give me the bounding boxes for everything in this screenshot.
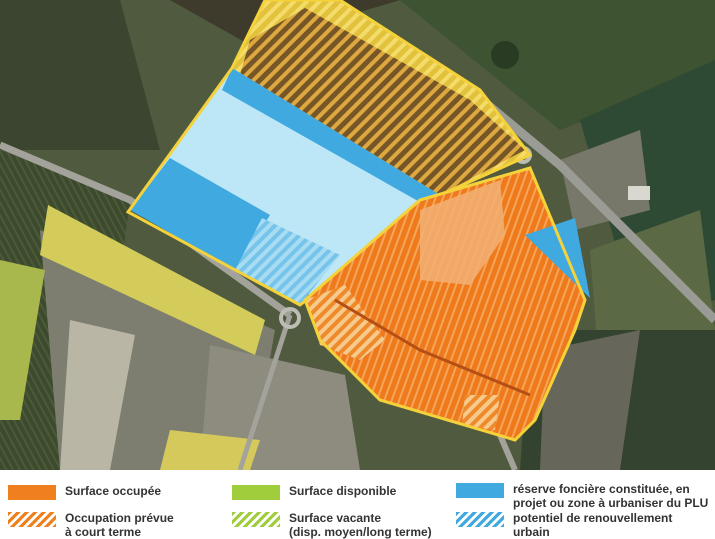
road-south — [497, 433, 518, 470]
rail-siding — [334, 298, 531, 397]
swatch-reserve — [456, 483, 504, 498]
legend-item-available: Surface disponible — [232, 484, 396, 500]
zone-short-term-2 — [462, 395, 500, 430]
legend-label-reserve: réserve foncière constituée, en projet o… — [513, 482, 709, 510]
field-grey-se — [540, 330, 640, 470]
field-dark-nw — [0, 0, 160, 150]
roundabout — [279, 307, 301, 329]
field-yellow-s — [160, 430, 260, 470]
map-legend: Surface occupée Occupation prévue à cour… — [0, 470, 715, 539]
zone-se-outline — [303, 166, 587, 442]
field-grey-ne — [560, 130, 650, 230]
legend-item-short-term: Occupation prévue à court terme — [8, 511, 174, 539]
tree-clump — [491, 41, 519, 69]
zone-occupied — [305, 168, 585, 440]
field-green-w — [0, 260, 45, 420]
legend-item-vacant: Surface vacante (disp. moyen/long terme) — [232, 511, 432, 539]
swatch-renewal — [456, 512, 504, 527]
legend-label-renewal: potentiel de renouvellement urbain — [513, 511, 673, 539]
zone-reserve-east — [525, 218, 590, 298]
zone-brown-hatched — [240, 8, 525, 195]
legend-item-occupied: Surface occupée — [8, 484, 161, 500]
swatch-vacant — [232, 512, 280, 527]
zone-short-term-1 — [305, 285, 385, 360]
swatch-occupied — [8, 485, 56, 500]
zone-quarry — [420, 180, 505, 285]
legend-label-occupied: Surface occupée — [65, 484, 162, 498]
field-pale-sw — [60, 320, 135, 470]
legend-label-available: Surface disponible — [289, 484, 397, 498]
zone-reserve-west — [130, 158, 270, 270]
aerial-map — [0, 0, 715, 470]
field-yellow-w — [40, 205, 265, 355]
farm-building — [628, 186, 650, 200]
legend-item-reserve: réserve foncière constituée, en projet o… — [456, 482, 708, 510]
road-west — [0, 141, 293, 318]
road-south-west — [237, 314, 293, 470]
swatch-available — [232, 485, 280, 500]
swatch-short-term — [8, 512, 56, 527]
legend-label-vacant: Surface vacante (disp. moyen/long terme) — [289, 511, 432, 539]
legend-label-short-term: Occupation prévue à court terme — [65, 511, 174, 539]
zone-reserve-strip — [222, 68, 440, 205]
legend-item-renewal: potentiel de renouvellement urbain — [456, 511, 672, 539]
